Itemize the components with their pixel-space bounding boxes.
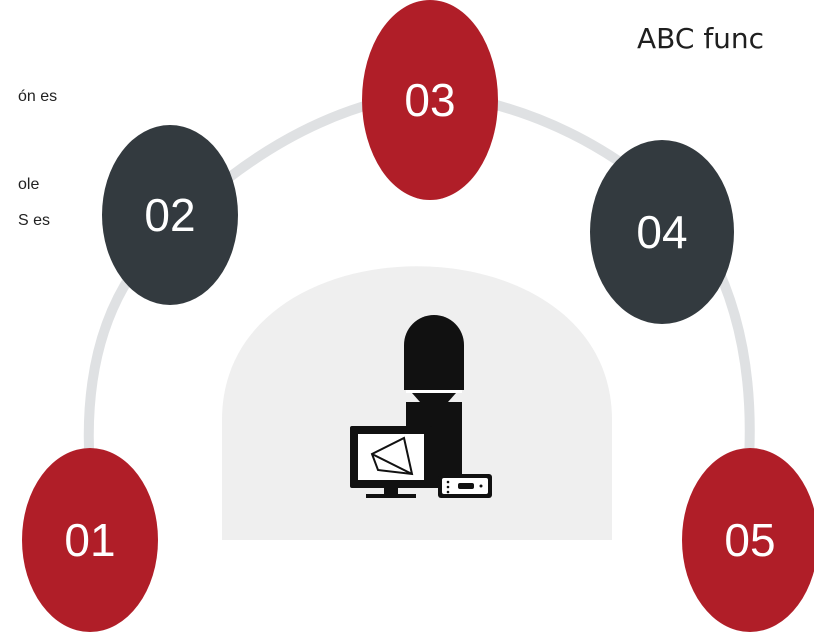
node-03-circle	[362, 0, 498, 200]
node-03: 03	[362, 0, 498, 200]
heading-text: ABC func	[637, 22, 765, 55]
node-04-circle	[590, 140, 734, 324]
text-fragment-3: S es	[18, 212, 51, 229]
node-05-number: 05	[724, 514, 775, 566]
node-01: 01	[22, 448, 158, 632]
node-04: 04	[590, 140, 734, 324]
node-02-number: 02	[144, 189, 195, 241]
node-05-circle	[682, 448, 814, 632]
text-fragment-1: ón es	[18, 88, 58, 105]
weather-radar-workstation-icon	[350, 315, 492, 498]
node-03-number: 03	[404, 74, 455, 126]
node-04-number: 04	[636, 206, 687, 258]
node-01-number: 01	[64, 514, 115, 566]
text-fragment-2: ole	[18, 176, 40, 193]
node-02: 02	[102, 125, 238, 305]
node-01-circle	[22, 448, 158, 632]
node-02-circle	[102, 125, 238, 305]
node-05: 05	[682, 448, 814, 632]
